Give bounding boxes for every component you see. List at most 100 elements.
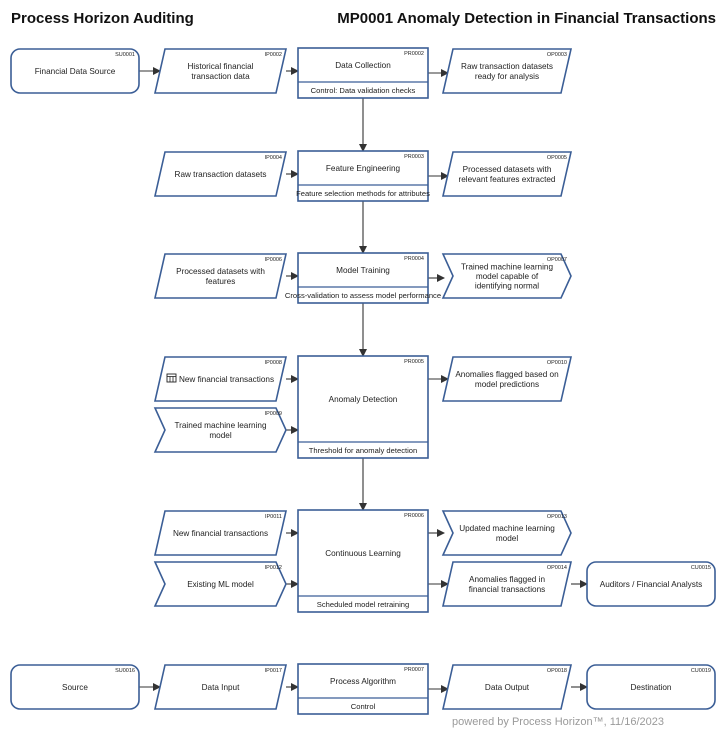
node-shape bbox=[297, 47, 429, 99]
node-shape bbox=[297, 252, 429, 304]
node-code: OP0005 bbox=[547, 155, 567, 161]
node-shape bbox=[10, 664, 140, 710]
node-label: New financial transactions bbox=[173, 529, 268, 538]
node-label: Auditors / Financial Analysts bbox=[600, 580, 702, 589]
node-label: Destination bbox=[631, 683, 672, 692]
node-label: Updated machine learning bbox=[459, 524, 555, 533]
node-code: PR0002 bbox=[404, 51, 424, 57]
node-shape bbox=[586, 561, 716, 607]
node-code: OP0010 bbox=[547, 360, 567, 366]
node-label: model bbox=[209, 431, 231, 440]
node-shape bbox=[441, 356, 573, 402]
node-label: Raw transaction datasets bbox=[175, 170, 267, 179]
node-code: IP0017 bbox=[265, 668, 282, 674]
node-shape bbox=[153, 48, 288, 94]
node-code: SU0001 bbox=[115, 52, 135, 58]
node-label: relevant features extracted bbox=[459, 175, 556, 184]
page-title: Process Horizon Auditing bbox=[11, 10, 194, 27]
control-label: Feature selection methods for attributes bbox=[296, 189, 430, 198]
control-label: Control bbox=[351, 702, 376, 711]
node-label: Model Training bbox=[336, 266, 390, 275]
node-shape bbox=[441, 664, 573, 710]
table-icon bbox=[166, 373, 177, 383]
node-shape bbox=[441, 48, 573, 94]
node-label: Financial Data Source bbox=[35, 67, 116, 76]
node-shape bbox=[441, 510, 572, 556]
footer-powered-by: powered by Process Horizon™, 11/16/2023 bbox=[452, 716, 664, 728]
diagram-title: MP0001 Anomaly Detection in Financial Tr… bbox=[337, 10, 716, 27]
node-label: Historical financial bbox=[188, 62, 254, 71]
node-code: PR0005 bbox=[404, 359, 424, 365]
node-label: Existing ML model bbox=[187, 580, 254, 589]
node-label: Trained machine learning bbox=[174, 421, 267, 430]
node-label: Source bbox=[62, 683, 88, 692]
node-shape bbox=[297, 355, 429, 459]
node-shape bbox=[10, 48, 140, 94]
node-label: features bbox=[206, 277, 236, 286]
node-label: Processed datasets with bbox=[176, 267, 265, 276]
node-label: model capable of bbox=[476, 272, 539, 281]
node-label: Anomaly Detection bbox=[329, 395, 398, 404]
node-shape bbox=[153, 253, 288, 299]
node-code: IP0011 bbox=[265, 514, 282, 520]
control-label: Control: Data validation checks bbox=[311, 86, 416, 95]
node-label: model bbox=[496, 534, 518, 543]
node-code: OP0014 bbox=[547, 565, 567, 571]
node-label: Continuous Learning bbox=[325, 549, 401, 558]
node-code: IP0008 bbox=[265, 360, 282, 366]
node-label: Raw transaction datasets bbox=[461, 62, 553, 71]
node-shape bbox=[297, 150, 429, 202]
node-shape bbox=[153, 510, 288, 556]
node-code: PR0004 bbox=[404, 256, 424, 262]
node-code: IP0002 bbox=[265, 52, 282, 58]
node-code: IP0012 bbox=[265, 565, 282, 571]
node-label: model predictions bbox=[475, 380, 539, 389]
node-shape bbox=[153, 664, 288, 710]
node-code: OP0007 bbox=[547, 257, 567, 263]
control-label: Cross-validation to assess model perform… bbox=[285, 291, 441, 300]
node-shape bbox=[153, 407, 287, 453]
node-label: financial transactions bbox=[469, 585, 545, 594]
node-label: New financial transactions bbox=[179, 375, 274, 384]
node-label: ready for analysis bbox=[475, 72, 539, 81]
node-code: CU0019 bbox=[691, 668, 711, 674]
node-code: IP0006 bbox=[265, 257, 282, 263]
node-shape bbox=[297, 509, 429, 613]
node-shape bbox=[441, 151, 573, 197]
node-shape bbox=[441, 561, 573, 607]
node-code: OP0018 bbox=[547, 668, 567, 674]
node-label: Data Output bbox=[485, 683, 530, 692]
node-shape bbox=[441, 253, 572, 299]
node-label: Processed datasets with bbox=[463, 165, 552, 174]
node-label: Feature Engineering bbox=[326, 164, 401, 173]
node-code: PR0006 bbox=[404, 513, 424, 519]
node-shape bbox=[153, 151, 288, 197]
node-code: SU0016 bbox=[115, 668, 135, 674]
node-code: PR0003 bbox=[404, 154, 424, 160]
node-shape bbox=[586, 664, 716, 710]
node-label: identifying normal bbox=[475, 282, 539, 291]
